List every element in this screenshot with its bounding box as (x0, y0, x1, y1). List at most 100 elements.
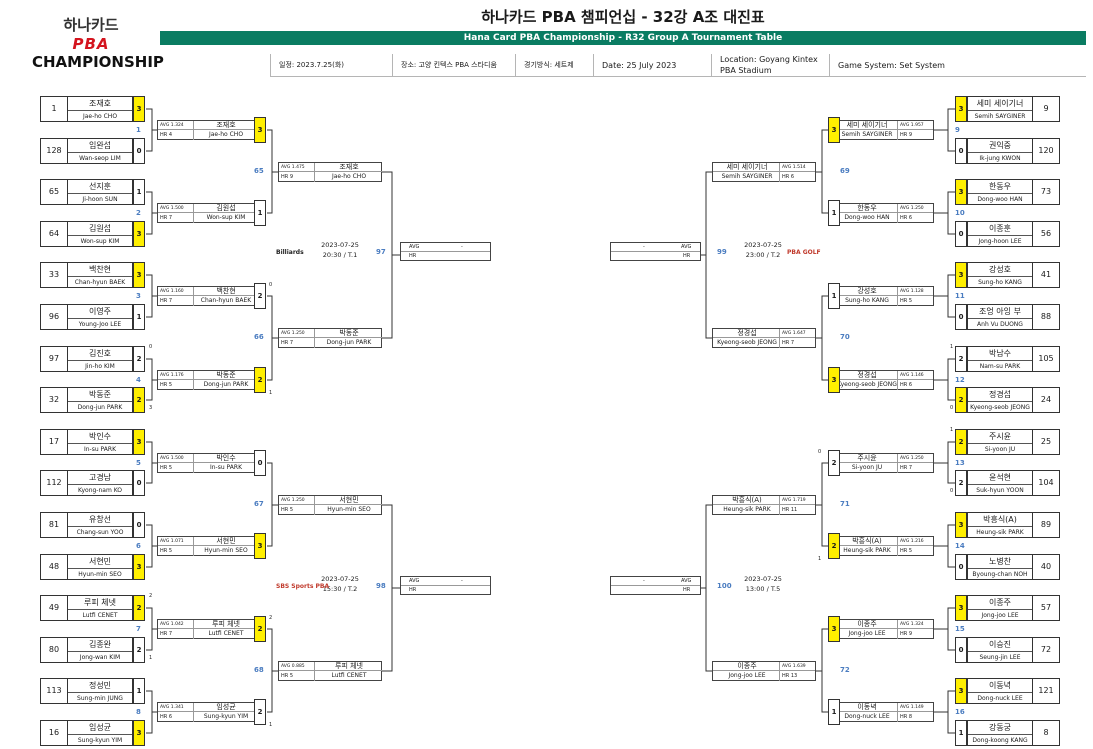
match-number: 65 (254, 167, 264, 175)
small-score: 0 (149, 344, 153, 350)
bracket-connector (146, 441, 157, 484)
seed-number: 48 (40, 554, 68, 580)
player-avg: AVG 1.324 (158, 121, 194, 130)
player-hr: HR 8 (897, 712, 933, 722)
player-name-en: Dong-nuck LEE (844, 713, 890, 720)
semifinal-hr: HR (409, 587, 417, 593)
seed-number: 49 (40, 595, 68, 621)
player-name-ko: 박남수 (968, 348, 1032, 361)
info-date-en: Date: 25 July 2023 (593, 54, 711, 76)
player-name-ko: 서현민 (315, 496, 383, 505)
seed-number: 104 (1032, 470, 1060, 496)
player-name: 박흥식(A)Heung-sik PARK (967, 512, 1033, 538)
player-avg: AVG 1.514 (779, 163, 815, 172)
semifinal-value: - (461, 244, 463, 250)
player-name-en: Semih SAYGINER (974, 113, 1026, 120)
logo-pba-text: PBA (72, 35, 110, 53)
match-number: 71 (840, 500, 850, 508)
set-score: 2 (254, 283, 266, 309)
player-avg: AVG 1.647 (779, 329, 815, 338)
player-name-en: Hyun-min SEO (204, 547, 248, 554)
bracket-connector (934, 274, 955, 318)
player-name-ko: 이동녁 (835, 703, 899, 712)
player-name-ko: 조재호 (194, 121, 258, 130)
player-name-en: Si-yoon JU (984, 446, 1016, 453)
match-number: 8 (136, 708, 141, 716)
player-avg: AVG 1.719 (779, 496, 815, 505)
page-subtitle: Hana Card PBA Championship - R32 Group A… (160, 31, 1086, 45)
match-number: 72 (840, 666, 850, 674)
info-place-ko: 장소: 고양 킨텍스 PBA 스타디움 (392, 54, 515, 76)
bracket-connector (816, 462, 828, 547)
player-hr: HR 5 (897, 546, 933, 556)
bracket-connector (382, 171, 400, 339)
seed-number: 88 (1032, 304, 1060, 330)
